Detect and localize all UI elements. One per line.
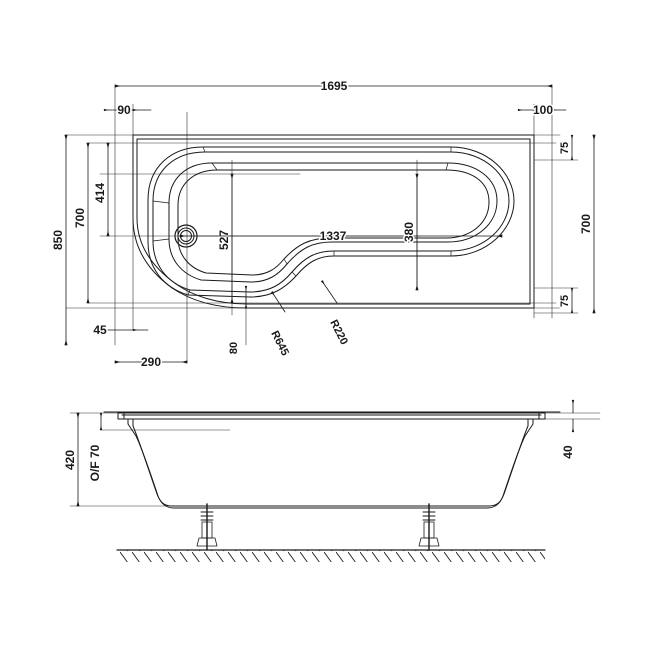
dim-label-1337: 1337: [320, 229, 347, 243]
ground-line: [116, 549, 546, 562]
dim-label-290: 290: [141, 355, 161, 369]
dim-label-414: 414: [93, 183, 107, 203]
dim-label-of70: O/F 70: [88, 444, 102, 481]
plan-bath-outline: [132, 134, 535, 309]
dim-label-75-top: 75: [559, 142, 571, 154]
section-extension-lines: [69, 412, 601, 507]
dim-label-380: 380: [402, 222, 416, 242]
plan-extension-lines: [65, 85, 561, 363]
dim-75-bottom: [533, 287, 579, 314]
dim-label-850: 850: [51, 230, 65, 250]
leader-r645: [270, 291, 286, 313]
dim-label-700-right: 700: [579, 214, 593, 234]
dim-label-100: 100: [533, 103, 553, 117]
leader-r220: [320, 280, 338, 304]
dim-label-700-left: 700: [73, 208, 87, 228]
dim-label-527: 527: [217, 230, 231, 250]
section-bath-body: [103, 411, 561, 509]
foot-right: [418, 503, 440, 551]
dim-label-45: 45: [93, 323, 107, 337]
dim-label-40: 40: [561, 445, 575, 459]
dim-label-420: 420: [63, 450, 77, 470]
foot-left: [196, 503, 218, 551]
dim-label-90: 90: [117, 103, 131, 117]
dim-label-80: 80: [228, 342, 240, 354]
dim-label-75-bottom: 75: [559, 295, 571, 307]
plan-bowl-segment-lines: [152, 146, 452, 296]
plan-bath-bowl: [147, 146, 515, 298]
dim-75-top: [533, 134, 579, 161]
section-feet: [196, 503, 440, 551]
dim-label-r645: R645: [268, 329, 291, 358]
dim-label-1695: 1695: [321, 79, 348, 93]
dim-label-r220: R220: [327, 318, 350, 347]
